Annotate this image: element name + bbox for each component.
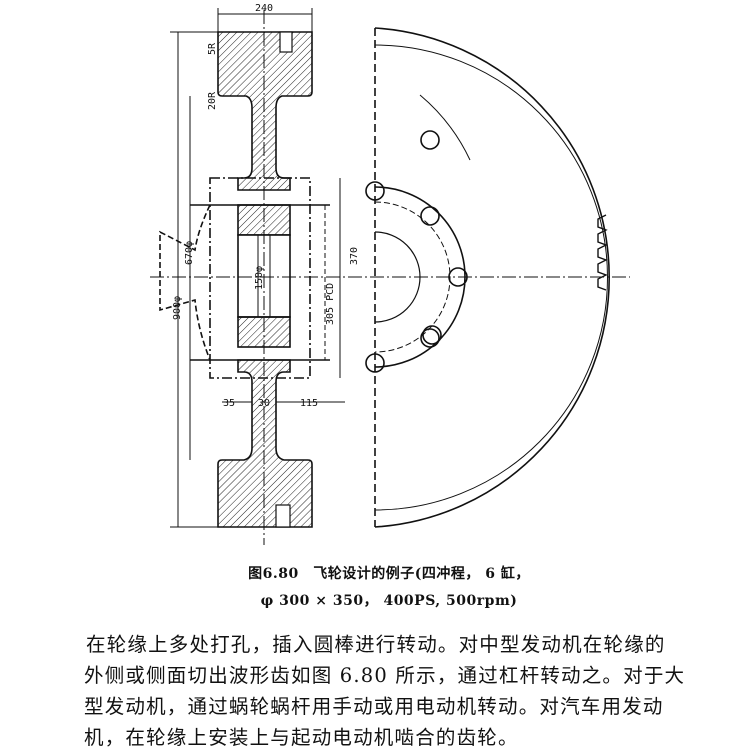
outer-rim [374,27,610,528]
dim-670: 670φ [184,241,195,265]
bolt-circle [374,201,451,353]
inner-rim [374,44,608,511]
front-view [365,27,610,528]
bolt-hole [365,181,385,201]
hub-flange-outline [209,177,311,379]
lower-rim-section [217,359,313,528]
body-text-line: 外侧或侧面切出波形齿如图 6.80 所示，通过杠杆转动之。对于大 [84,664,686,687]
dim-900: 900φ [172,296,183,320]
body-text-line: 在轮缘上多处打孔，插入圆棒进行转动。对中型发动机在轮缘的 [86,633,666,656]
dim-5r: 5R [207,42,218,55]
dim-20r: 20R [207,91,218,110]
arc-line [419,94,471,161]
dim-370: 370 [349,247,360,265]
figure-caption-line2: φ 300 × 350， 400PS, 500rpm) [260,593,518,609]
bolt-hole [448,267,468,287]
bolt-hole [420,328,440,348]
dim-305: 305 PCD [325,283,336,325]
bolt-hole [365,353,385,373]
body-text-line: 机，在轮缘上安装上与起动电动机啮合的齿轮。 [84,726,519,749]
rim-hole [420,130,440,150]
rim-hole [422,325,442,345]
hub-circle [374,186,466,368]
upper-rim-section [217,31,313,191]
bore-circle [374,231,421,323]
body-text-line: 型发动机，通过蜗轮蜗杆用手动或用电动机转动。对汽车用发动 [84,695,664,718]
dim-30: 30 [258,398,270,409]
key-slot [275,504,291,528]
bolt-hole [420,206,440,226]
key-slot [279,31,293,53]
dim-115: 115 [300,398,318,409]
section-view [150,8,630,545]
ring-gear-teeth [597,214,608,291]
shaft-end-outline [159,204,211,361]
dimension-labels: 240 5R 20R 670φ 900φ 150φ 305 PCD 370 35… [172,3,360,409]
flywheel-drawing: 240 5R 20R 670φ 900φ 150φ 305 PCD 370 35… [150,3,630,545]
dim-width: 240 [255,3,273,14]
figure-caption-line1: 图6.80 飞轮设计的例子(四冲程， 6 缸， [248,566,530,582]
dim-35: 35 [223,398,235,409]
dim-150: 150φ [254,266,265,290]
